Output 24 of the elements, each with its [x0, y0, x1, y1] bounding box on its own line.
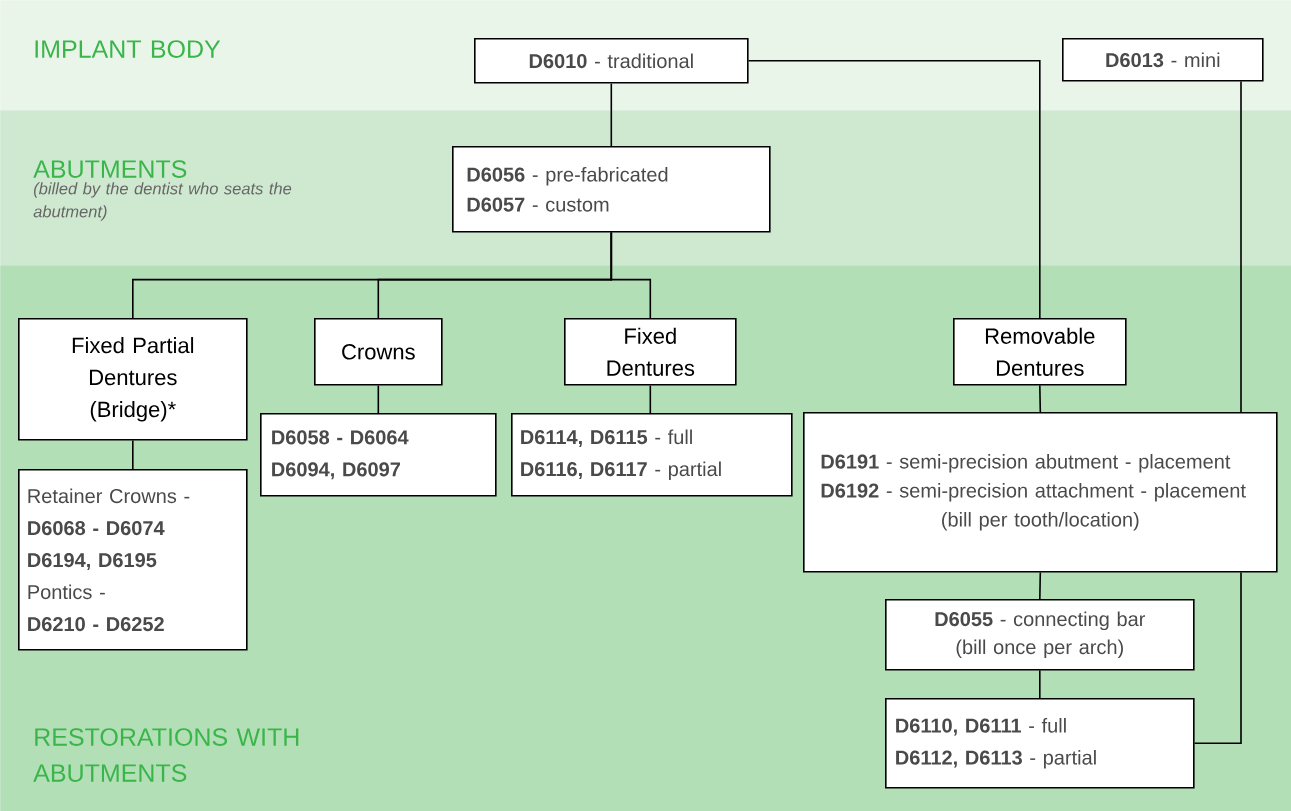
connector-line: [377, 384, 380, 414]
code-box: D6013 - mini: [1062, 38, 1264, 82]
code-box: D6110, D6111 - full D6112, D6113 - partial: [885, 698, 1195, 789]
connector-line: [1193, 571, 1242, 745]
category-box: Removable Dentures: [953, 318, 1127, 386]
connector-line: [132, 439, 134, 470]
connector-line: [1039, 571, 1042, 600]
code-box: D6056 - pre-fabricated D6057 - custom: [452, 146, 771, 233]
code-box: D6058 - D6064 D6094, D6097: [260, 413, 497, 497]
category-box: Fixed Partial Dentures (Bridge)*: [18, 318, 248, 441]
code-box: D6191 - semi-precision abutment - placement D6192 - semi-precision attachment - placement (bill per tooth/location): [803, 412, 1278, 573]
code-box: D6010 - traditional: [474, 38, 749, 84]
code-box: D6114, D6115 - full D6116, D6117 - partial: [511, 413, 793, 497]
category-box: Crowns: [314, 318, 443, 386]
connector-line: [1039, 384, 1042, 413]
connector-line: [1039, 669, 1041, 699]
connector-line: [747, 60, 1041, 319]
code-box: D6055 - connecting bar (bill once per arch): [885, 599, 1195, 671]
connector-line: [610, 82, 613, 147]
connector-line: [610, 231, 652, 319]
code-box: Retainer Crowns - D6068 - D6074 D6194, D6195 Pontics - D6210 - D6252: [18, 469, 248, 651]
connector-line: [649, 384, 652, 414]
connector-line: [1240, 80, 1242, 413]
category-box: Fixed Dentures: [564, 318, 737, 386]
